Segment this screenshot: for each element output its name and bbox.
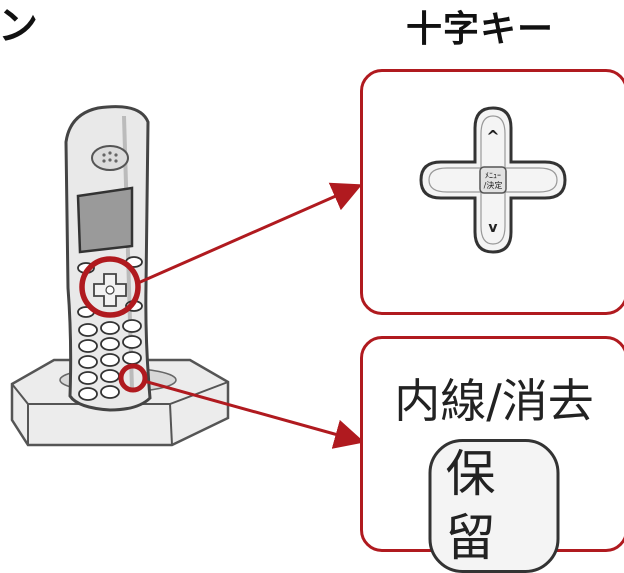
- cross-key-highlight: [79, 256, 141, 318]
- cross-center-label-2: /決定: [484, 180, 503, 190]
- cross-key-icon: ^ v ﾒﾆｭｰ /決定: [419, 106, 567, 254]
- heading-left-fragment: ン: [0, 3, 38, 49]
- hold-key-highlight: [118, 363, 148, 393]
- arrow-to-cross-key: [137, 182, 363, 285]
- hold-key-panel: 内線/消去 保留: [360, 336, 624, 573]
- cross-key-panel: ^ v ﾒﾆｭｰ /決定: [360, 69, 624, 315]
- handset-display: [76, 186, 134, 254]
- cross-center-label-1: ﾒﾆｭｰ: [485, 171, 501, 180]
- hold-button: 保留: [428, 439, 560, 573]
- cross-down-symbol: v: [488, 220, 497, 236]
- phone-illustration: [10, 105, 365, 449]
- heading-cross-key: 十字キー: [406, 9, 555, 50]
- cross-up-symbol: ^: [486, 127, 499, 146]
- speaker-grille: [91, 145, 129, 171]
- extension-clear-label: 内線/消去: [394, 374, 594, 428]
- arrow-to-hold-key: [143, 379, 365, 449]
